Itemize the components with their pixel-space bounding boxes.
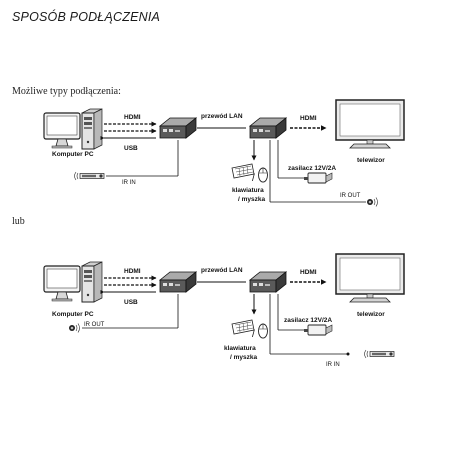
- label-tv: telewizor: [357, 157, 385, 164]
- computer-icon: [43, 108, 103, 150]
- mouse-icon: [258, 323, 268, 339]
- label-hdmi-out: HDMI: [300, 269, 317, 276]
- extender-receiver-icon: [249, 117, 287, 139]
- keyboard-icon: [231, 163, 255, 179]
- hdmi-input-arrows: [104, 121, 157, 134]
- extender-receiver-icon: [249, 271, 287, 293]
- extender-transmitter-icon: [159, 271, 197, 293]
- diagram-1: Komputer PC HDMI USB IR IN przewód LAN H…: [43, 99, 405, 207]
- diagram-2-caption: lub: [12, 216, 25, 227]
- label-ir-pc: IR OUT: [84, 322, 105, 328]
- label-hdmi-in: HDMI: [124, 114, 141, 121]
- label-tv: telewizor: [357, 311, 385, 318]
- svg-text:/: /: [252, 173, 255, 184]
- label-computer-pc: Komputer PC: [52, 151, 94, 158]
- label-psu: zasilacz 12V/2A: [284, 317, 332, 324]
- diagram-1-caption: Możliwe typy podłączenia:: [12, 86, 121, 97]
- hdmi-input-arrows: [104, 275, 157, 288]
- label-ir-rx: IR IN: [326, 362, 340, 368]
- label-usb: USB: [124, 299, 138, 306]
- power-adapter-icon: [303, 172, 333, 184]
- label-lan: przewód LAN: [201, 267, 243, 274]
- label-computer-pc: Komputer PC: [52, 311, 94, 318]
- computer-icon: [43, 261, 103, 303]
- ir-emitter-icon: [364, 349, 395, 359]
- page-title: SPOSÓB PODŁĄCZENIA: [12, 10, 161, 24]
- label-mouse: / myszka: [230, 354, 257, 361]
- ir-sensor-icon: [68, 323, 80, 333]
- power-adapter-icon: [303, 324, 333, 336]
- svg-text:/: /: [252, 329, 255, 340]
- ir-emitter-icon: [74, 171, 105, 181]
- monitor-icon: [335, 99, 405, 149]
- label-hdmi-out: HDMI: [300, 115, 317, 122]
- keyboard-icon: [231, 319, 255, 335]
- mouse-icon: [258, 167, 268, 183]
- diagram-2: Komputer PC HDMI USB IR OUT przewód LAN …: [43, 253, 405, 368]
- label-hdmi-in: HDMI: [124, 268, 141, 275]
- label-psu: zasilacz 12V/2A: [288, 165, 336, 172]
- label-ir-rx: IR OUT: [340, 193, 361, 199]
- label-keyboard: klawiatura: [224, 345, 256, 352]
- label-mouse: / myszka: [238, 196, 265, 203]
- label-lan: przewód LAN: [201, 113, 243, 120]
- label-ir-pc: IR IN: [122, 180, 136, 186]
- extender-transmitter-icon: [159, 117, 197, 139]
- ir-sensor-icon: [366, 197, 378, 207]
- label-usb: USB: [124, 145, 138, 152]
- label-keyboard: klawiatura: [232, 187, 264, 194]
- monitor-icon: [335, 253, 405, 303]
